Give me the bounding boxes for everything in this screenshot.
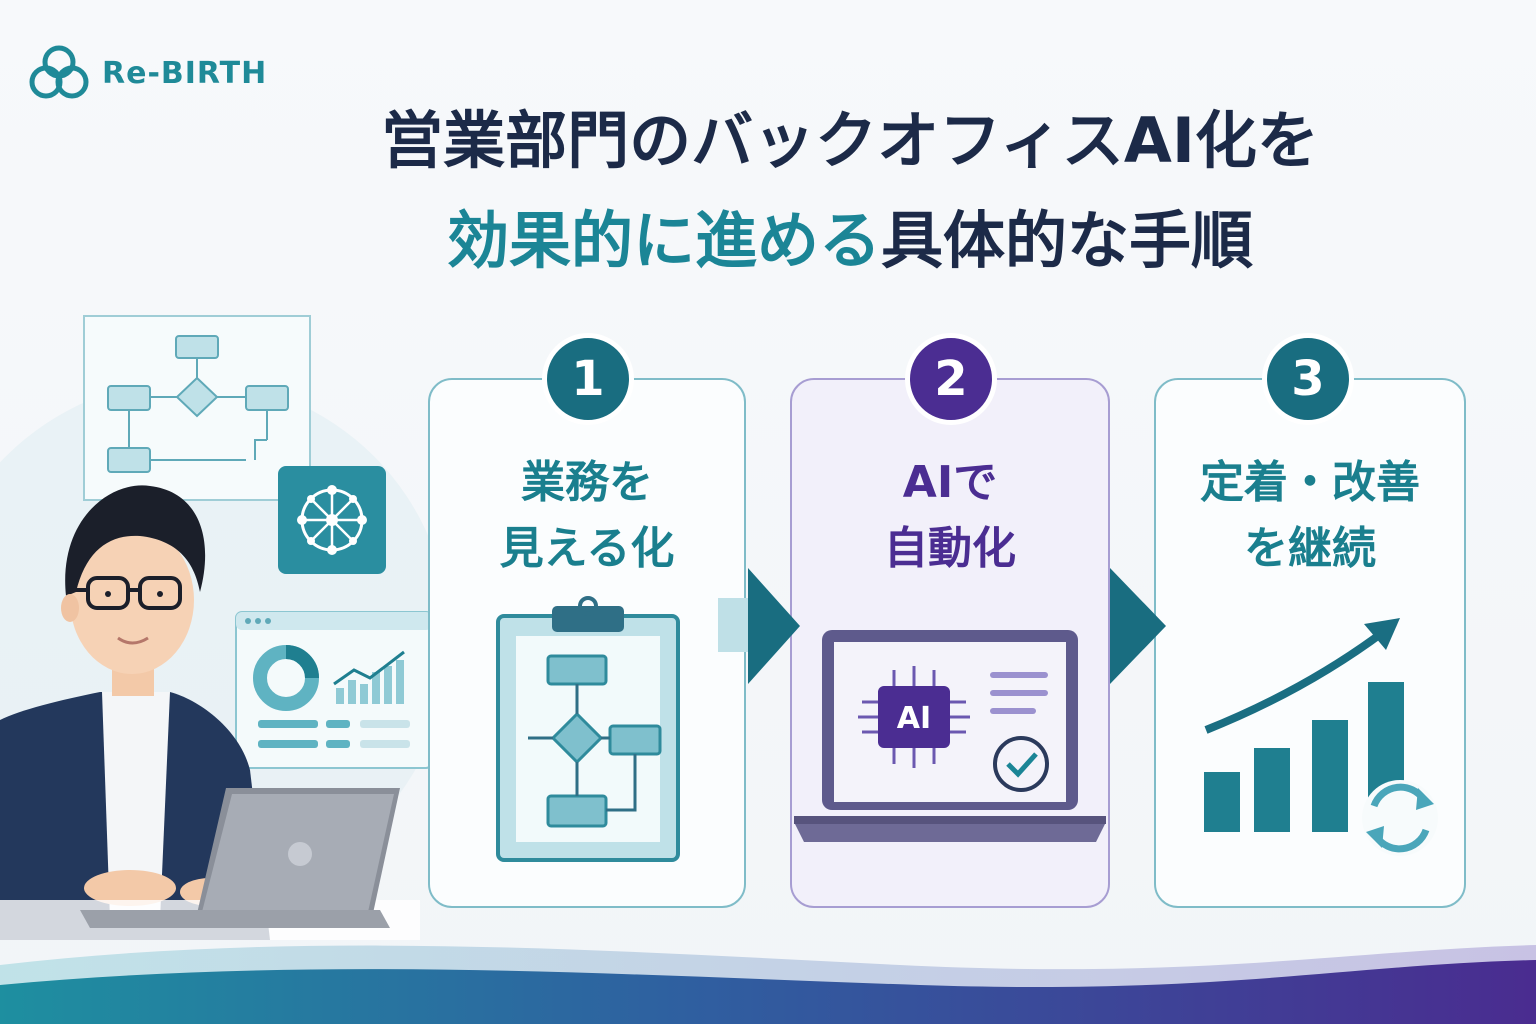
title-rest: 具体的な手順 <box>881 204 1254 277</box>
growth-chart-cycle-icon <box>1204 618 1438 856</box>
step-label-line: を継続 <box>1244 523 1376 574</box>
step-number-badge: 1 <box>542 333 634 425</box>
step-number-badge: 2 <box>905 333 997 425</box>
step-label-3: 定着・改善 を継続 <box>1154 450 1466 582</box>
page-title-line1: 営業部門のバックオフィスAI化を <box>381 104 1319 177</box>
laptop-ai-chip-icon: AI <box>794 630 1106 842</box>
brand-logo[interactable]: Re-BIRTH <box>26 40 267 106</box>
knot-logo-icon <box>29 45 89 99</box>
man-figure <box>0 485 270 940</box>
step-label-line: 自動化 <box>884 523 1016 574</box>
clipboard-flowchart-icon <box>496 596 680 862</box>
arrow-right-icon <box>718 568 800 684</box>
businessman-illustration <box>0 315 433 940</box>
flowchart-panel-icon <box>83 315 311 501</box>
step-label-line: 見える化 <box>499 523 675 574</box>
step-label-1: 業務を 見える化 <box>428 450 746 582</box>
arrow-right-icon <box>1110 568 1166 684</box>
laptop-icon <box>80 788 400 928</box>
step-label-line: 定着・改善 <box>1200 457 1420 508</box>
step-label-line: AIで <box>902 457 998 508</box>
brand-name: Re-BIRTH <box>102 55 268 91</box>
network-node-icon <box>278 466 386 574</box>
chip-label: AI <box>897 701 931 736</box>
title-highlight: 効果的に進める <box>446 204 881 277</box>
step-label-line: 業務を <box>521 457 653 508</box>
dashboard-screen-icon <box>235 611 433 769</box>
page-title-line2: 効果的に進める具体的な手順 <box>220 210 1480 272</box>
step-number-badge: 3 <box>1262 333 1354 425</box>
step-label-2: AIで 自動化 <box>790 450 1110 582</box>
